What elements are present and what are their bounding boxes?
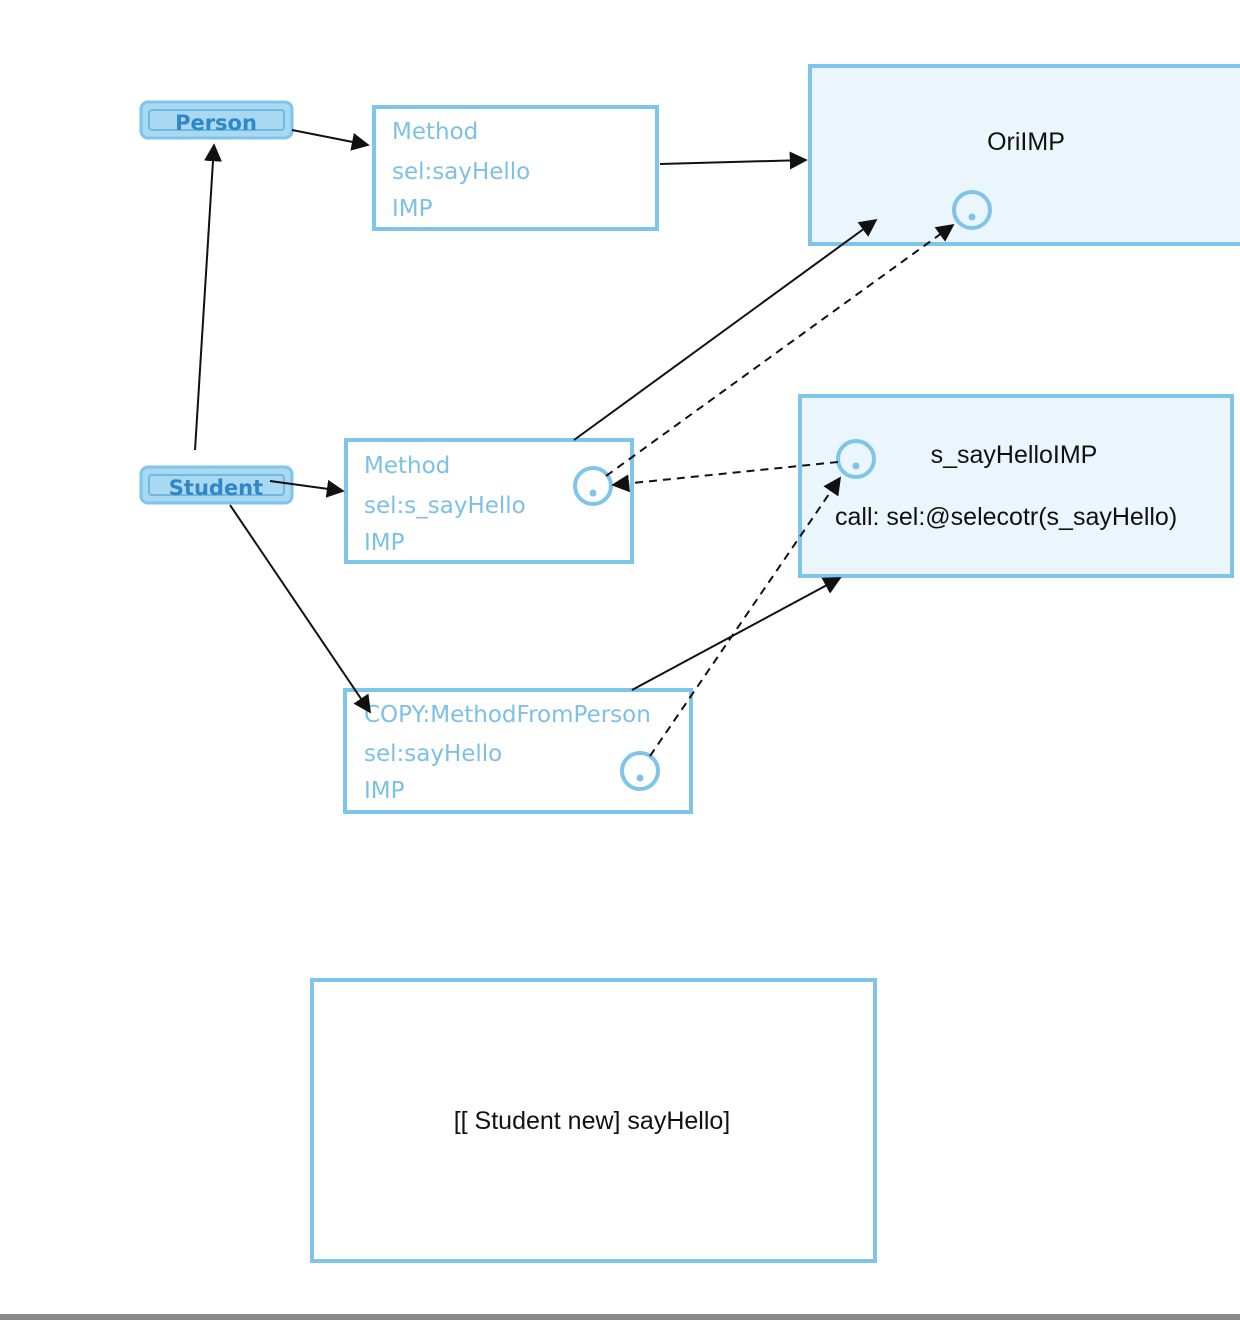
code-snippet-box: [[ Student new] sayHello] [310,978,877,1263]
code-snippet-text: [[ Student new] sayHello] [454,1107,731,1135]
s-imp-port-circle [836,439,876,479]
student-method-line3: IMP [364,530,405,556]
arrow-student-to-person [194,143,222,451]
person-label: Person [175,111,257,135]
student-method-port-circle [573,466,613,506]
s-say-hello-imp-box: s_sayHelloIMP call: sel:@selecotr(s_sayH… [798,394,1234,578]
person-method-line1: Method [392,119,478,145]
s-imp-title: s_sayHelloIMP [931,441,1098,469]
person-method-line3: IMP [392,196,433,222]
dashed-arrow-student-imp-to-oriimp [605,223,955,477]
person-method-box: Method sel:sayHello IMP [372,105,659,231]
bottom-divider [0,1314,1240,1320]
copy-method-box: COPY:MethodFromPerson sel:sayHello IMP [343,688,693,814]
copy-method-port-circle [620,751,660,791]
copy-method-line2: sel:sayHello [364,741,502,767]
dashed-arrow-copy-imp-to-s-imp [649,476,842,757]
student-method-line1: Method [364,453,450,479]
copy-method-line3: IMP [364,778,405,804]
student-label: Student [169,476,263,500]
person-method-line2: sel:sayHello [392,159,530,185]
arrow-person-to-method [291,129,370,151]
arrow-student-method-to-oriimp [573,218,878,441]
person-class-node: Person [139,100,294,140]
arrow-person-method-to-oriimp [659,151,808,170]
copy-method-line1: COPY:MethodFromPerson [364,702,651,728]
arrow-student-to-method [269,479,345,498]
arrow-student-to-copy-method [229,504,372,714]
ori-imp-box: OriIMP [808,64,1240,246]
ori-imp-port-circle [952,190,992,230]
ori-imp-title: OriIMP [987,128,1065,156]
student-method-box: Method sel:s_sayHello IMP [344,438,634,564]
student-method-line2: sel:s_sayHello [364,493,526,519]
s-imp-call-text: call: sel:@selecotr(s_sayHello) [835,503,1177,531]
arrow-copy-method-to-s-imp [631,577,842,691]
student-class-node: Student [139,465,294,505]
dashed-arrow-s-imp-to-student-method [611,461,839,493]
